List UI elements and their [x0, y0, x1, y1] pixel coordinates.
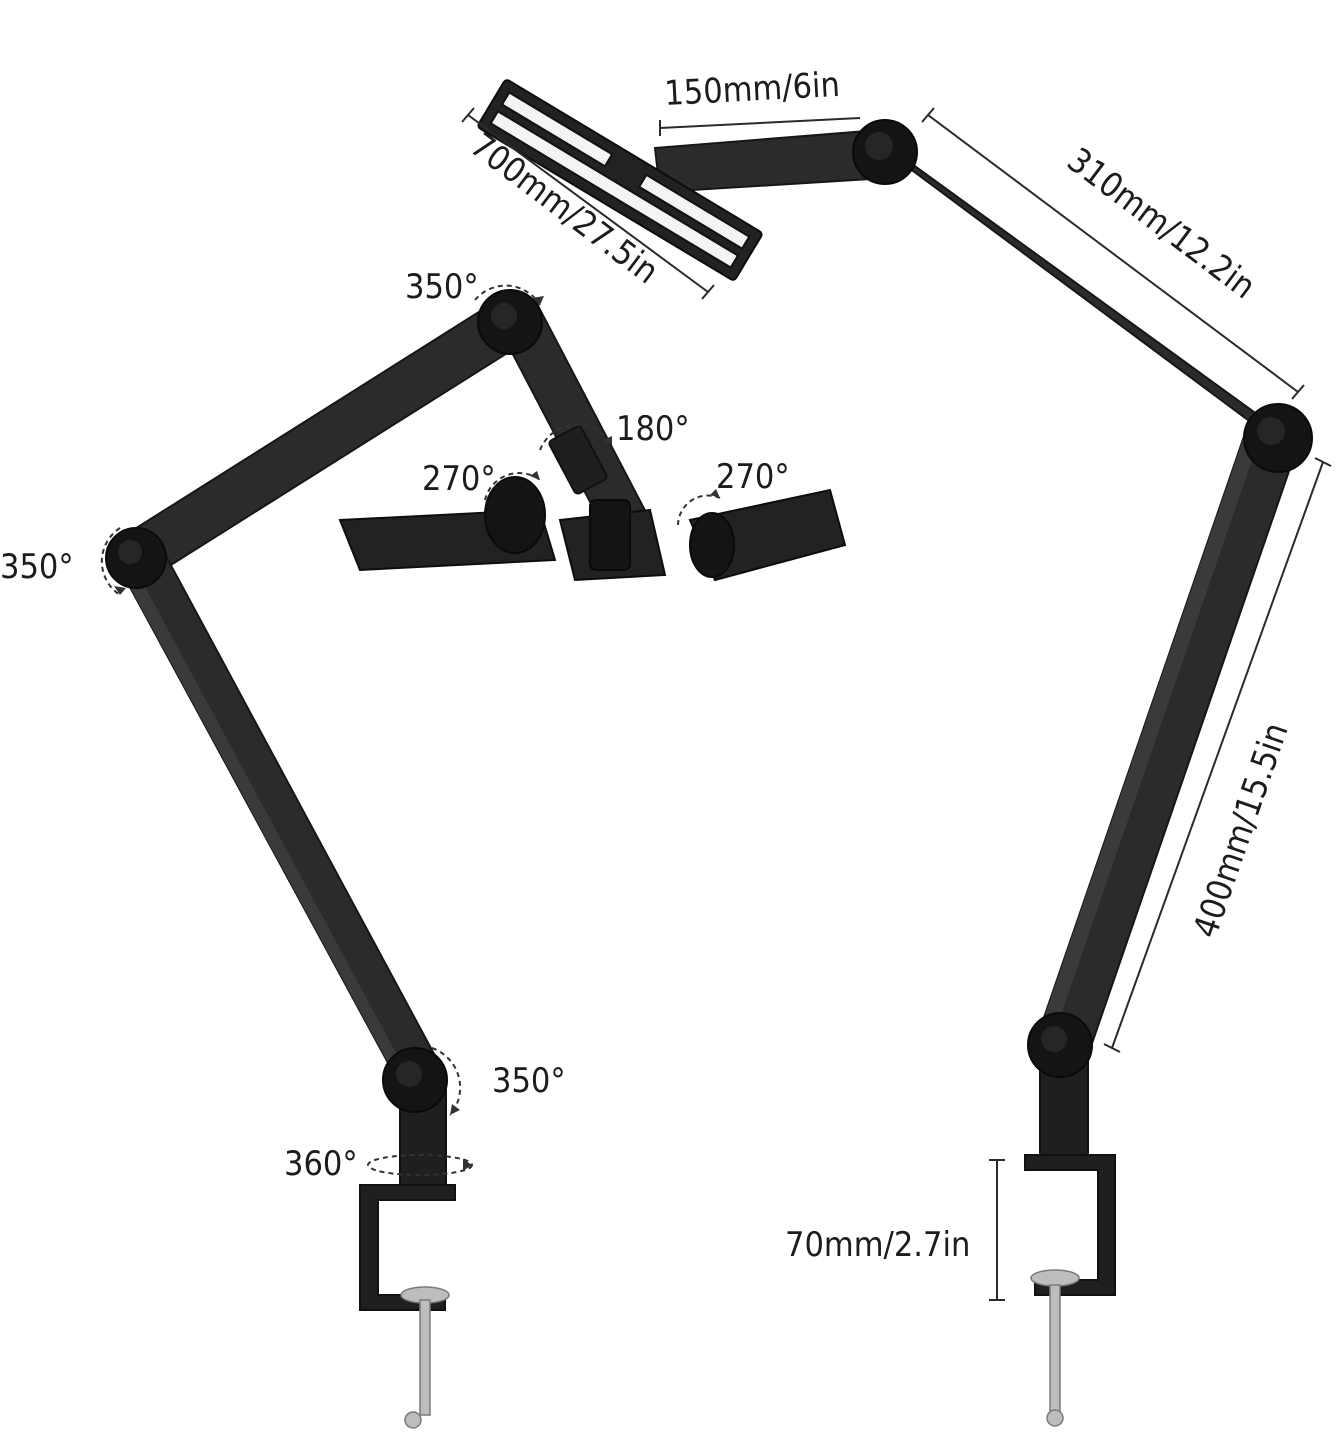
dim-head-arm-line [659, 117, 861, 136]
rot-arrow-left-panel [484, 471, 541, 501]
rot-arrow-base [431, 1047, 462, 1116]
left-panel-assembly [338, 476, 847, 582]
left-hinge-block [548, 425, 608, 495]
right-head-arm [653, 128, 890, 194]
right-clamp-screw [1049, 1284, 1061, 1416]
right-lower-arm-edge [1038, 425, 1262, 1041]
rot-arrow-top [474, 284, 544, 306]
dim-upper-arm-line [921, 107, 1305, 400]
left-top-joint [477, 289, 543, 355]
left-lower-arm-edge [118, 559, 410, 1085]
right-top-joint [852, 119, 918, 185]
label-rot-top: 350° [405, 267, 479, 307]
left-clamp-screw [419, 1299, 431, 1416]
dim-bar-length-line [461, 107, 715, 300]
label-lower-arm: 400mm/15.5in [1186, 718, 1297, 943]
right-elbow-joint [1243, 403, 1313, 473]
left-clamp [359, 1184, 456, 1429]
label-rot-right-panel: 270° [716, 457, 790, 497]
left-lamp [100, 284, 847, 1429]
right-base-joint [1027, 1012, 1093, 1078]
right-lamp [461, 79, 1332, 1427]
rot-arrow-hinge [539, 423, 613, 451]
label-upper-arm: 310mm/12.2in [1060, 140, 1263, 307]
label-rot-swivel: 360° [284, 1144, 358, 1184]
label-head-arm: 150mm/6in [663, 65, 840, 114]
label-rot-left-panel: 270° [422, 459, 496, 499]
rot-arrow-right-panel [677, 489, 721, 526]
left-side-joint [105, 527, 167, 589]
label-rot-hinge: 180° [616, 409, 690, 449]
left-base-joint [382, 1047, 448, 1113]
left-lower-arm [116, 543, 442, 1087]
right-light-bar [477, 79, 763, 281]
right-clamp [1024, 1154, 1116, 1427]
label-clamp-opening: 70mm/2.7in [785, 1225, 970, 1265]
right-clamp-pad [1030, 1269, 1080, 1287]
label-rot-base: 350° [492, 1061, 566, 1101]
rot-arrow-side [100, 527, 126, 596]
dim-clamp-line [989, 1159, 1005, 1301]
dim-lower-arm-line [1103, 457, 1332, 1053]
rot-arrow-swivel [367, 1154, 473, 1176]
label-rot-side: 350° [0, 547, 74, 587]
